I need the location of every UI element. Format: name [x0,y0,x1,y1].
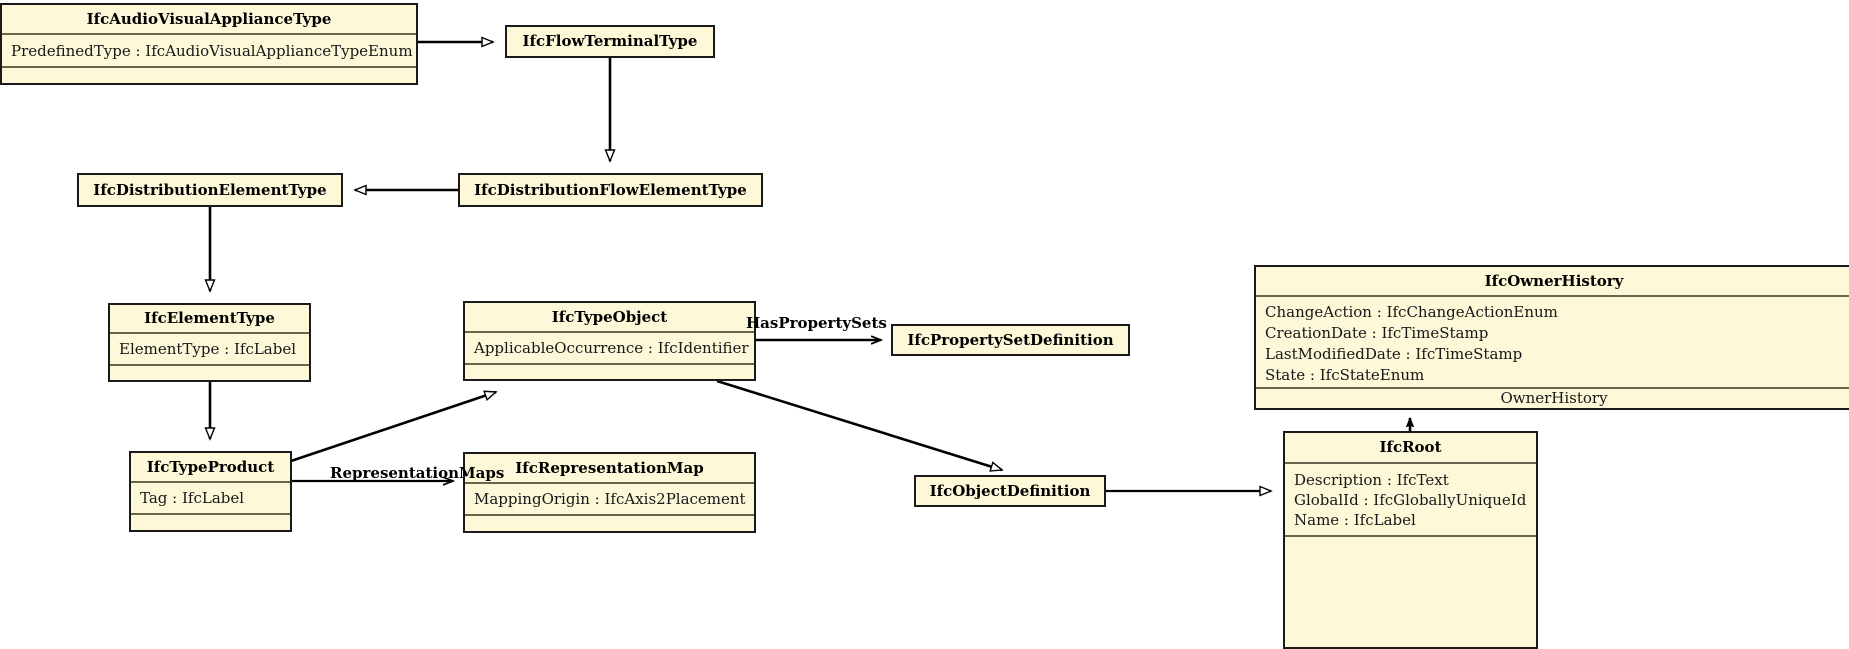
class-attributes-ifc-representation-map: MappingOrigin : IfcAxis2Placement [465,482,754,514]
attribute-row: ChangeAction : IfcChangeActionEnum [1265,303,1558,321]
class-empty-compartment-ifc-type-object [465,363,754,381]
class-title-ifc-representation-map: IfcRepresentationMap [515,459,704,477]
class-title-ifc-type-object: IfcTypeObject [551,308,668,326]
class-attributes-ifc-type-product: Tag : IfcLabel [131,481,290,513]
class-role-compartment-ifc-owner-history: OwnerHistory [1256,387,1849,408]
class-title-ifc-owner-history: IfcOwnerHistory [1484,272,1624,290]
class-empty-compartment-ifc-type-product [131,513,290,532]
class-attributes-ifc-type-object: ApplicableOccurrence : IfcIdentifier [465,331,754,363]
attribute-row: Name : IfcLabel [1294,511,1416,529]
class-title-ifc-distribution-element-type: IfcDistributionElementType [93,181,327,199]
attribute-row: Tag : IfcLabel [140,489,245,507]
attribute-row: PredefinedType : IfcAudioVisualAppliance… [11,42,413,60]
class-box-ifc-distribution-element-type[interactable]: IfcDistributionElementType [77,173,343,207]
class-title-ifc-property-set-definition: IfcPropertySetDefinition [907,331,1114,349]
class-title-ifc-root: IfcRoot [1379,438,1442,456]
class-title-ifc-distribution-flow-element-type: IfcDistributionFlowElementType [474,181,747,199]
class-empty-compartment-ifc-root [1285,535,1536,557]
class-box-ifc-audio-visual-appliance-type[interactable]: IfcAudioVisualApplianceType PredefinedTy… [0,3,418,85]
class-empty-compartment-ifc-audio-visual-appliance-type [2,66,416,85]
attribute-row: Description : IfcText [1294,471,1449,489]
attribute-row: GlobalId : IfcGloballyUniqueId [1294,491,1527,509]
class-attributes-ifc-root: Description : IfcText GlobalId : IfcGlob… [1285,462,1536,535]
class-title-ifc-flow-terminal-type: IfcFlowTerminalType [522,32,698,50]
class-box-ifc-flow-terminal-type[interactable]: IfcFlowTerminalType [505,25,715,58]
class-box-ifc-owner-history[interactable]: IfcOwnerHistory ChangeAction : IfcChange… [1254,265,1849,410]
edge-label-has-property-sets: HasPropertySets [746,314,887,332]
attribute-row: LastModifiedDate : IfcTimeStamp [1265,345,1523,363]
class-box-ifc-representation-map[interactable]: IfcRepresentationMap MappingOrigin : Ifc… [463,452,756,533]
class-title-ifc-object-definition: IfcObjectDefinition [929,482,1091,500]
class-empty-compartment-ifc-representation-map [465,514,754,533]
class-box-ifc-object-definition[interactable]: IfcObjectDefinition [914,475,1106,507]
class-box-ifc-type-product[interactable]: IfcTypeProduct Tag : IfcLabel [129,451,292,532]
class-title-ifc-element-type: IfcElementType [144,309,275,327]
class-box-ifc-distribution-flow-element-type[interactable]: IfcDistributionFlowElementType [458,173,763,207]
attribute-row: CreationDate : IfcTimeStamp [1265,324,1489,342]
class-title-ifc-type-product: IfcTypeProduct [146,458,275,476]
class-attributes-ifc-owner-history: ChangeAction : IfcChangeActionEnum Creat… [1256,295,1849,387]
class-attributes-ifc-element-type: ElementType : IfcLabel [110,332,309,364]
edge-label-representation-maps: RepresentationMaps [330,464,505,482]
class-attributes-ifc-audio-visual-appliance-type: PredefinedType : IfcAudioVisualAppliance… [2,33,416,66]
attribute-row: ApplicableOccurrence : IfcIdentifier [474,339,749,357]
attribute-row: MappingOrigin : IfcAxis2Placement [474,490,746,508]
edge-typeproduct-to-typeobject [290,392,496,463]
class-box-ifc-property-set-definition[interactable]: IfcPropertySetDefinition [891,324,1130,356]
edge-typeobject-to-objectdefinition [716,379,1002,470]
attribute-row: ElementType : IfcLabel [119,340,297,358]
class-box-ifc-element-type[interactable]: IfcElementType ElementType : IfcLabel [108,303,311,382]
attribute-row: State : IfcStateEnum [1265,366,1425,384]
class-title-ifc-audio-visual-appliance-type: IfcAudioVisualApplianceType [86,10,332,28]
class-box-ifc-root[interactable]: IfcRoot Description : IfcText GlobalId :… [1283,431,1538,649]
class-empty-compartment-ifc-element-type [110,364,309,382]
role-label-owner-history: OwnerHistory [1500,389,1608,407]
class-box-ifc-type-object[interactable]: IfcTypeObject ApplicableOccurrence : Ifc… [463,301,756,381]
